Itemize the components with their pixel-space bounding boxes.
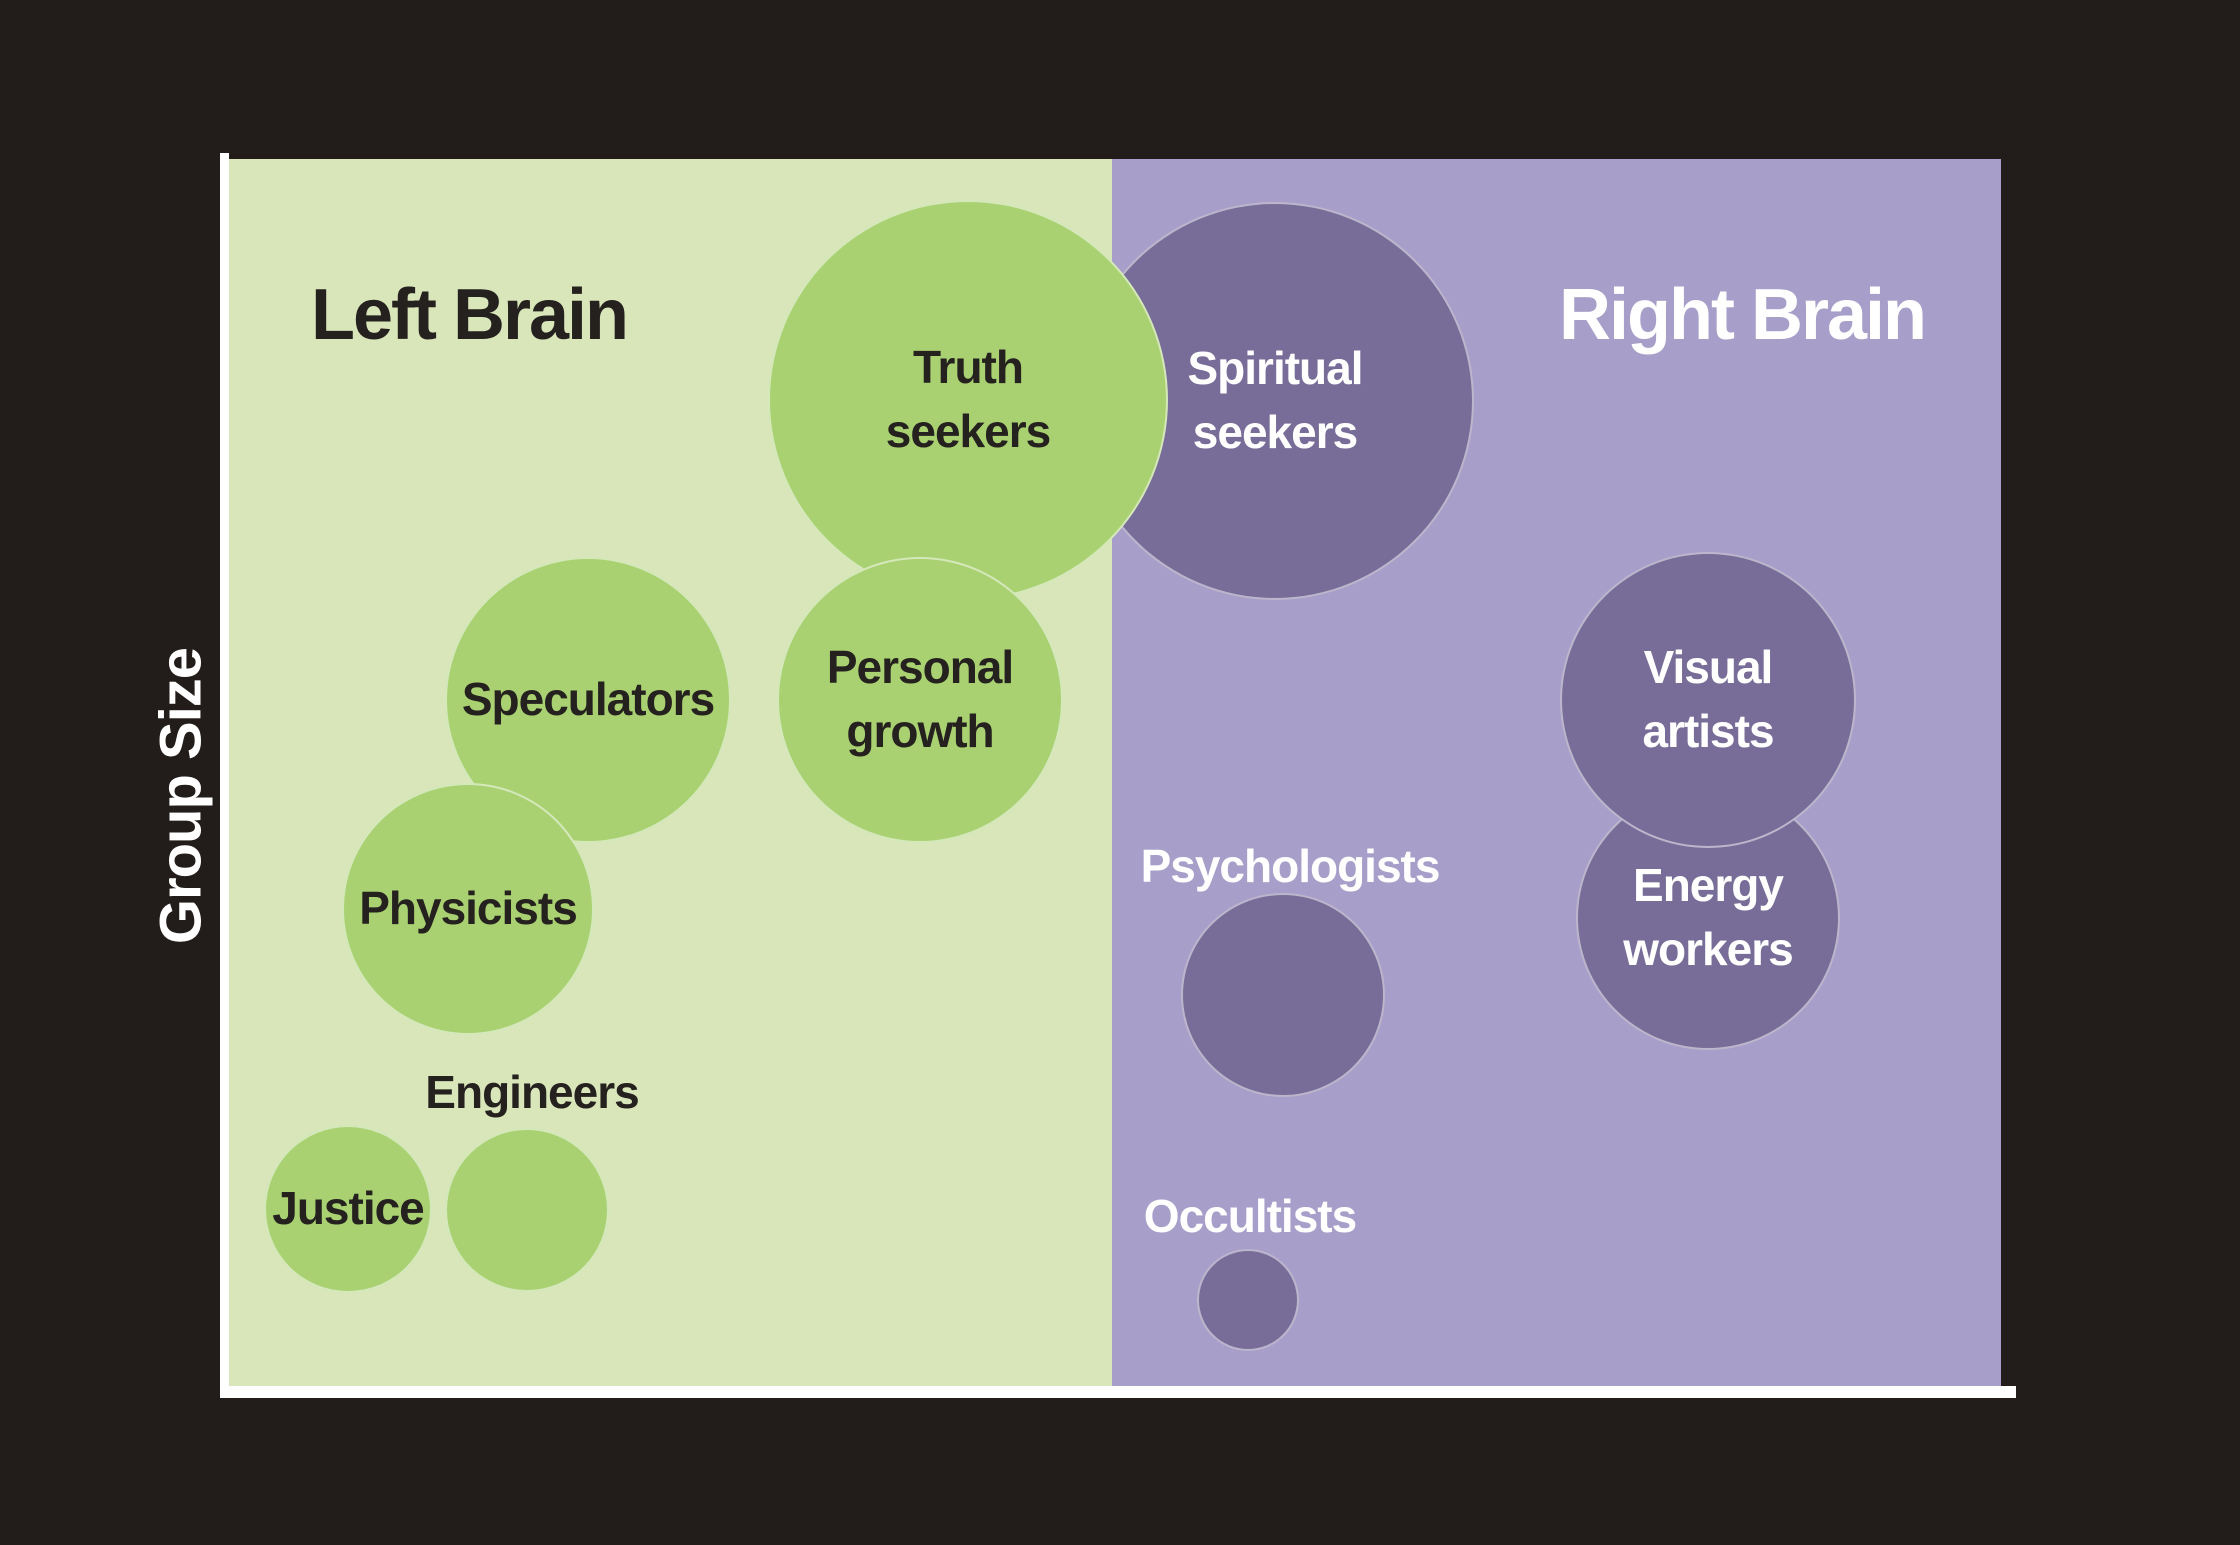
bubble-visual-artists: Visual artists [1560, 552, 1856, 848]
bubble-label-physicists: Physicists [359, 882, 578, 935]
bubble-label-personal-growth: Personal growth [826, 641, 1014, 757]
bubble-justice: Justice [264, 1125, 432, 1293]
bubble-speculators: Speculators [445, 557, 731, 843]
y-axis-title: Group Size [148, 647, 214, 945]
bubble-label-spiritual-seekers: Spiritual seekers [1187, 342, 1363, 458]
label-occultists: Occultists [1143, 1190, 1357, 1242]
bubble-physicists: Physicists [342, 783, 594, 1035]
bubble-engineers [445, 1128, 609, 1292]
bubble-personal-growth: Personal growth [777, 557, 1063, 843]
bubble-psychologists [1181, 893, 1385, 1097]
bubble-label-speculators: Speculators [461, 673, 715, 726]
bubble-label-visual-artists: Visual artists [1642, 641, 1774, 757]
bubble-label-truth-seekers: Truth seekers [885, 341, 1051, 457]
bubble-truth-seekers: Truth seekers [768, 200, 1168, 600]
label-psychologists: Psychologists [1140, 840, 1441, 892]
bubble-occultists [1197, 1249, 1299, 1351]
left-brain-title: Left Brain [310, 275, 629, 355]
bubble-label-energy-workers: Energy workers [1623, 859, 1793, 975]
y-axis-line [220, 153, 229, 1398]
label-engineers: Engineers [425, 1066, 639, 1118]
right-brain-title: Right Brain [1559, 275, 1927, 355]
bubble-label-justice: Justice [272, 1182, 425, 1235]
x-axis-line [220, 1386, 2016, 1398]
